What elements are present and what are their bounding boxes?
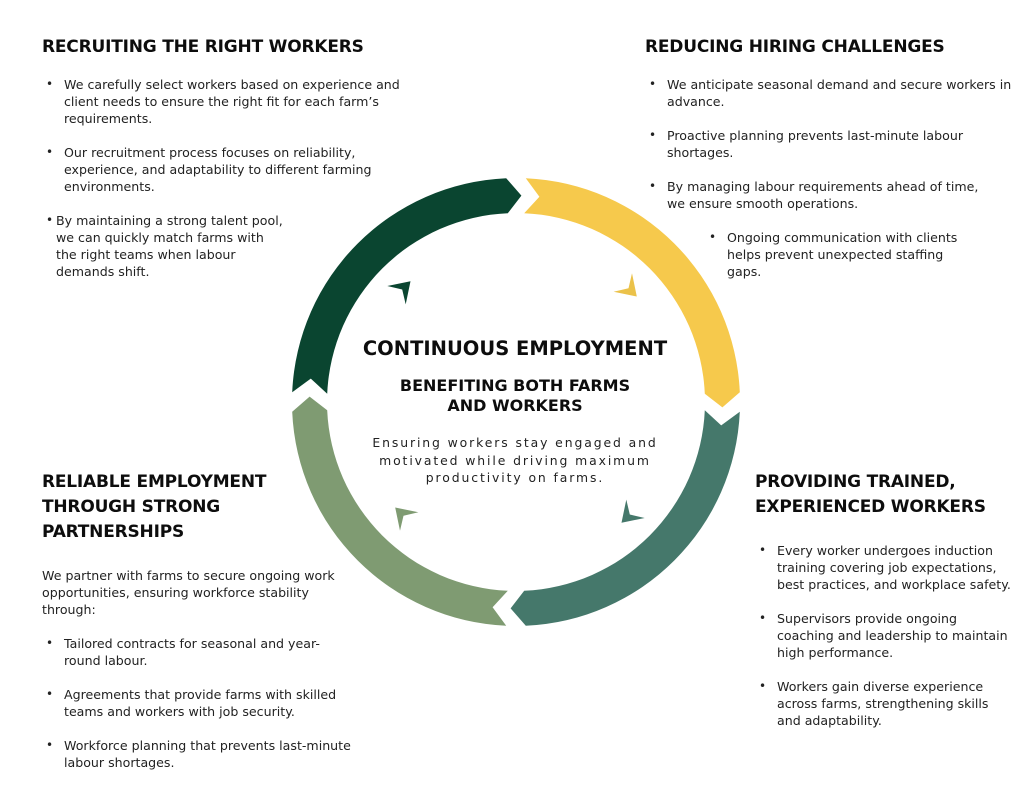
center-description: Ensuring workers stay engaged and motiva…	[372, 435, 658, 485]
providing-bullets: Every worker undergoes induction trainin…	[755, 542, 1015, 729]
arrowhead-icon	[395, 507, 419, 531]
cycle-segment-reliable	[292, 396, 508, 626]
center-subtitle-line-2: AND WORKERS	[447, 396, 583, 415]
arrowhead-icon	[621, 499, 645, 523]
recruiting-heading: RECRUITING THE RIGHT WORKERS	[42, 37, 364, 57]
cycle-segment-reducing	[524, 178, 740, 408]
reliable-heading-line-2: THROUGH STRONG	[42, 497, 221, 517]
reliable-heading-line-1: RELIABLE EMPLOYMENT	[42, 472, 267, 492]
reliable-intro: We partner with farms to secure ongoing …	[42, 568, 335, 617]
list-item: We carefully select workers based on exp…	[42, 76, 417, 127]
list-item: Workforce planning that prevents last-mi…	[42, 737, 352, 771]
list-item: Proactive planning prevents last-minute …	[645, 127, 1020, 161]
center-title: CONTINUOUS EMPLOYMENT	[362, 337, 668, 360]
list-item: Every worker undergoes induction trainin…	[755, 542, 1015, 593]
arrowhead-icon	[387, 281, 411, 305]
recruiting-bullets: We carefully select workers based on exp…	[42, 76, 417, 280]
recruiting-section: We carefully select workers based on exp…	[42, 76, 417, 297]
cycle-segment-recruiting	[292, 178, 522, 394]
reliable-heading-line-3: PARTNERSHIPS	[42, 522, 185, 542]
reliable-section: We partner with farms to secure ongoing …	[42, 567, 352, 788]
center-subtitle-line-1: BENEFITING BOTH FARMS	[399, 376, 631, 395]
list-item: Ongoing communication with clients helps…	[705, 229, 977, 280]
list-item: Supervisors provide ongoing coaching and…	[755, 610, 1015, 661]
list-item: Agreements that provide farms with skill…	[42, 686, 352, 720]
list-item: By managing labour requirements ahead of…	[645, 178, 987, 212]
list-item: Workers gain diverse experience across f…	[755, 678, 1015, 729]
reliable-heading: RELIABLE EMPLOYMENT THROUGH STRONG PARTN…	[42, 470, 266, 545]
providing-heading-line-2: EXPERIENCED WORKERS	[755, 497, 986, 517]
list-item: We anticipate seasonal demand and secure…	[645, 76, 1020, 110]
list-item: Tailored contracts for seasonal and year…	[42, 635, 334, 669]
reducing-bullets: We anticipate seasonal demand and secure…	[645, 76, 1020, 280]
center-subtitle: BENEFITING BOTH FARMS AND WORKERS	[330, 376, 700, 416]
reducing-section: We anticipate seasonal demand and secure…	[645, 76, 1020, 297]
arrowhead-icon	[613, 273, 637, 297]
list-item: Our recruitment process focuses on relia…	[42, 144, 417, 195]
cycle-segment-providing	[510, 410, 740, 626]
list-item: By maintaining a strong talent pool, we …	[42, 212, 286, 280]
reducing-heading: REDUCING HIRING CHALLENGES	[645, 37, 945, 57]
providing-section: Every worker undergoes induction trainin…	[755, 542, 1015, 746]
providing-heading-line-1: PROVIDING TRAINED,	[755, 472, 956, 492]
reliable-bullets: Tailored contracts for seasonal and year…	[42, 635, 352, 771]
providing-heading: PROVIDING TRAINED, EXPERIENCED WORKERS	[755, 470, 986, 520]
